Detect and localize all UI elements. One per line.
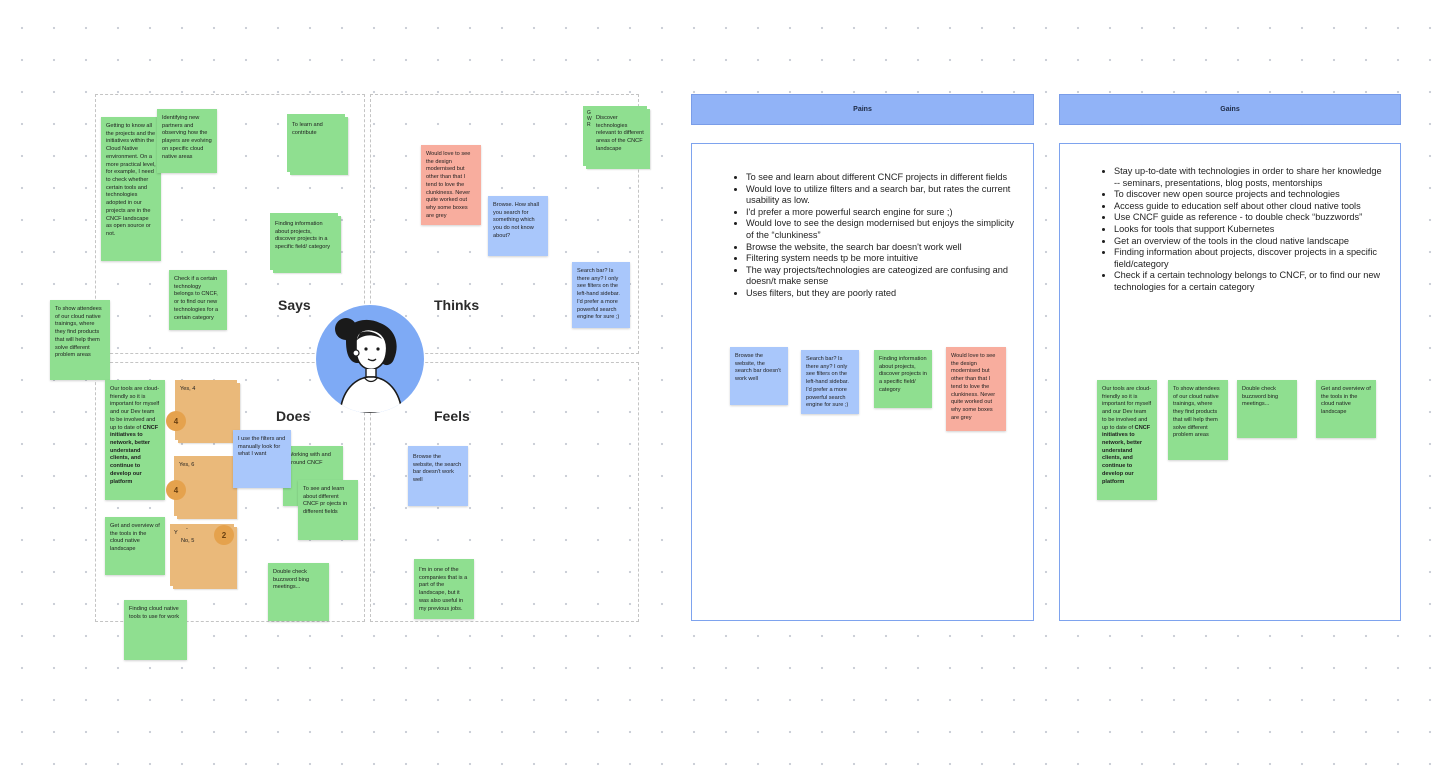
sticky-says-show-attendees[interactable]: To show attendees of our cloud native tr… [50, 300, 110, 380]
vote-count-badge: 4 [166, 480, 186, 500]
sticky-gains-double-check[interactable]: Double check buzzword bing meetings... [1237, 380, 1297, 438]
thinks-label: Thinks [434, 297, 480, 313]
sticky-pains-browse[interactable]: Browse the website, the search bar doesn… [730, 347, 788, 405]
sticky-gains-show-attendees[interactable]: To show attendees of our cloud native tr… [1168, 380, 1228, 460]
vote-no-label: No, 5 [181, 538, 195, 544]
sticky-thinks-discover[interactable]: G W R Discover technologies relevant to … [583, 106, 647, 166]
pains-bullet: Uses filters, but they are poorly rated [746, 288, 1016, 300]
sticky-vote-yes-4[interactable]: Yes, 4 [175, 380, 237, 440]
gains-list: Stay up-to-date with technologies in ord… [1100, 166, 1386, 294]
sticky-gwr-initials: G W R [587, 110, 592, 128]
pains-header[interactable]: Pains [691, 94, 1034, 125]
feels-quadrant [370, 362, 639, 622]
pains-list: To see and learn about different CNCF pr… [732, 172, 1016, 300]
sticky-does-cloud-friendly-text: Our tools are cloud-friendly so it is im… [110, 386, 160, 431]
gains-bullet: Use CNCF guide as reference - to double … [1114, 212, 1386, 224]
pains-bullet: The way projects/technologies are cateog… [746, 265, 1016, 288]
sticky-feels-company[interactable]: I'm in one of the companies that is a pa… [414, 559, 474, 619]
sticky-pains-design[interactable]: Would love to see the design modernised … [946, 347, 1006, 431]
sticky-says-finding-info[interactable]: Finding information about projects, disc… [270, 213, 338, 270]
sticky-thinks-browse[interactable]: Browse. How shall you search for somethi… [488, 196, 548, 256]
gains-bullet: Stay up-to-date with technologies in ord… [1114, 166, 1386, 189]
vote-count-badge: 4 [166, 411, 186, 431]
gains-header[interactable]: Gains [1059, 94, 1401, 125]
sticky-gains-overview[interactable]: Get and overview of the tools in the clo… [1316, 380, 1376, 438]
pains-bullet: To see and learn about different CNCF pr… [746, 172, 1016, 184]
pains-bullet: Filtering system needs tp be more intuit… [746, 253, 1016, 265]
says-label: Says [278, 297, 311, 313]
sticky-does-overview[interactable]: Get and overview of the tools in the clo… [105, 517, 165, 575]
sticky-does-see-learn[interactable]: To see and learn about different CNCF pr… [298, 480, 358, 540]
pains-bullet: Browse the website, the search bar doesn… [746, 242, 1016, 254]
sticky-thinks-search-bar[interactable]: Search bar? Is there any? I only see fil… [572, 262, 630, 328]
gains-bullet: Finding information about projects, disc… [1114, 247, 1386, 270]
gains-bullet: Check if a certain technology belongs to… [1114, 270, 1386, 293]
sticky-pains-finding-info[interactable]: Finding information about projects, disc… [874, 350, 932, 408]
sticky-says-getting-to-know[interactable]: Getting to know all the projects and the… [101, 117, 161, 261]
sticky-thinks-design[interactable]: Would love to see the design modernised … [421, 145, 481, 225]
sticky-does-cloud-friendly[interactable]: Our tools are cloud-friendly so it is im… [105, 380, 165, 500]
persona-illustration [335, 318, 403, 413]
sticky-feels-browse[interactable]: Browse the website, the search bar doesn… [408, 446, 468, 506]
sticky-does-finding-tools[interactable]: Finding cloud native tools to use for wo… [124, 600, 187, 660]
sticky-pains-search-bar[interactable]: Search bar? Is there any? I only see fil… [801, 350, 859, 414]
vote-y-label: Y [174, 530, 178, 536]
sticky-says-learn-contribute[interactable]: To learn and contribute [287, 114, 345, 172]
persona-avatar[interactable] [316, 305, 424, 413]
feels-label: Feels [434, 408, 470, 424]
sticky-says-identifying-partners[interactable]: Identifying new partners and observing h… [157, 109, 217, 173]
sticky-gains-cloud-friendly-text: Our tools are cloud-friendly so it is im… [1102, 386, 1152, 431]
sticky-gains-cloud-friendly-bold: CNCF initiatives to network, better unde… [1102, 424, 1151, 485]
gains-bullet: Looks for tools that support Kubernetes [1114, 224, 1386, 236]
sticky-says-check-tech[interactable]: Check if a certain technology belongs to… [169, 270, 227, 330]
gains-bullet: Get an overview of the tools in the clou… [1114, 236, 1386, 248]
vote-dash-label: - [186, 526, 188, 532]
thinks-quadrant [370, 94, 639, 354]
pains-bullet: I'd prefer a more powerful search engine… [746, 207, 1016, 219]
pains-bullet: Would love to see the design modernised … [746, 218, 1016, 241]
pains-bullet: Would love to utilize filters and a sear… [746, 184, 1016, 207]
does-label: Does [276, 408, 311, 424]
sticky-gains-cloud-friendly[interactable]: Our tools are cloud-friendly so it is im… [1097, 380, 1157, 500]
says-quadrant [95, 94, 365, 354]
does-quadrant [95, 362, 365, 622]
sticky-does-cloud-friendly-bold: CNCF initiatives to network, better unde… [110, 424, 159, 485]
gains-bullet: To discover new open source projects and… [1114, 189, 1386, 201]
sticky-thinks-discover-text: Discover technologies relevant to differ… [596, 115, 644, 152]
vote-count-badge: 2 [214, 525, 234, 545]
sticky-does-filters[interactable]: I use the filters and manually look for … [233, 430, 291, 488]
gains-bullet: Access guide to education self about oth… [1114, 201, 1386, 213]
sticky-does-double-check[interactable]: Double check buzzword bing meetings... [268, 563, 329, 621]
